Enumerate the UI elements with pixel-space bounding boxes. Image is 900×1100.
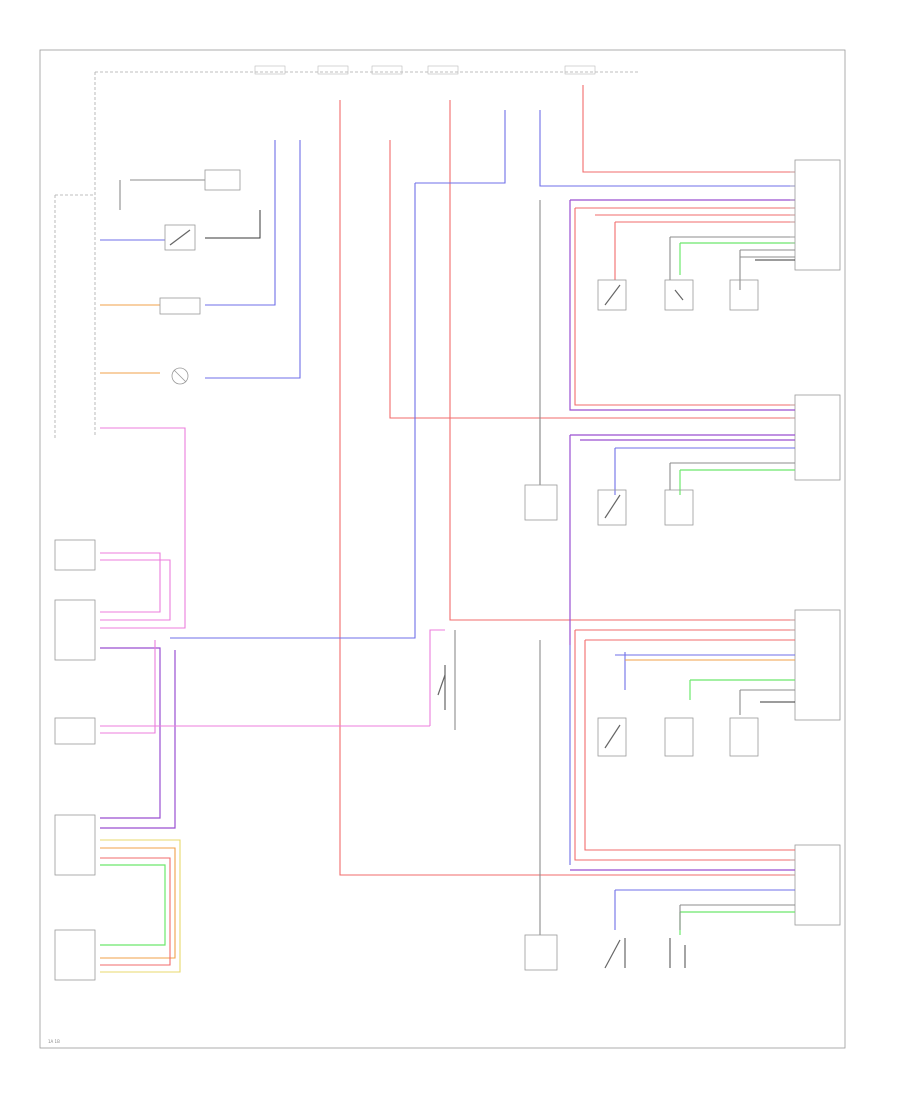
diagram-frame [39, 49, 846, 1049]
center-switch [437, 665, 446, 710]
door-switches-rear-left [604, 938, 686, 969]
lamp-2 [171, 367, 189, 385]
footer-code: 1A 1B [48, 1039, 60, 1044]
left-connectors [54, 539, 96, 981]
door-switches-front-right [597, 279, 759, 311]
door-switches-rear-right [597, 489, 694, 526]
door-connectors [794, 159, 841, 926]
orange-wires [100, 304, 795, 973]
relay [204, 169, 241, 191]
green-wires [100, 242, 795, 946]
black-wires [205, 210, 795, 703]
gray-wires [119, 179, 795, 935]
lock-switch-rear [524, 934, 558, 971]
fuse-blocks [254, 65, 596, 75]
red-feed-wires [339, 85, 795, 876]
blue-wires [100, 110, 795, 930]
lamp-1 [159, 297, 201, 315]
lock-switch-front [524, 484, 558, 521]
connector-pins [790, 171, 795, 876]
pink-wires [100, 427, 445, 734]
door-switches-front-left [597, 717, 759, 757]
main-switch [164, 224, 196, 251]
violet-wires [100, 199, 795, 871]
